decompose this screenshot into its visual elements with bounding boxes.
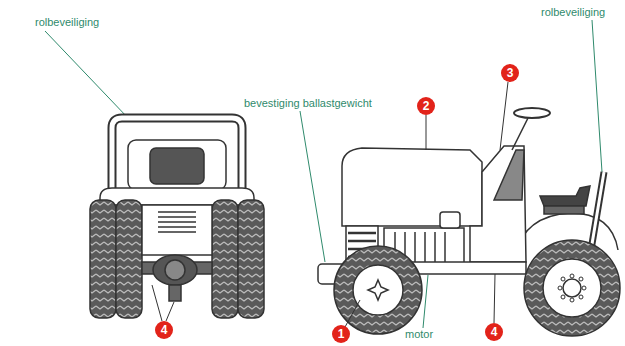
callout-number: 3 [501,64,519,82]
callout-number: 4 [155,321,173,339]
callout-number: 2 [417,97,435,115]
part-label: rolbeveiliging [34,16,100,29]
callout-number: 4 [485,323,503,341]
part-label: motor [404,328,434,341]
callout-number: 1 [332,325,350,343]
part-label: rolbeveiliging [540,6,606,19]
part-label: bevestiging ballastgewicht [243,97,373,110]
